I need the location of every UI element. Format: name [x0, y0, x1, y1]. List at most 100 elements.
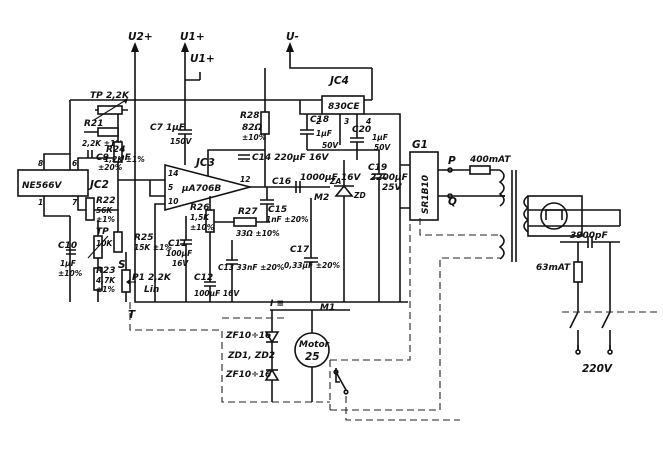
r26-ref: R26: [190, 203, 209, 213]
c20-ref: C20: [352, 125, 371, 135]
pin-5: 5: [168, 183, 173, 192]
node-q: Q: [448, 196, 457, 208]
ic-g1-type: SR1B10: [421, 175, 431, 214]
pin-4: 4: [366, 117, 371, 126]
c11-voltage: 16V: [172, 259, 189, 268]
resistor-r22: [85, 197, 95, 221]
r24-value: 1,2K ±1%: [104, 155, 145, 164]
ic-jc4-type: 830CE: [328, 102, 360, 112]
c17-ref: C17: [290, 245, 310, 255]
lamp-housing: [527, 195, 583, 237]
c14-label: C14 220µF 16V: [252, 153, 329, 163]
tp-top-label: TP: [90, 91, 103, 101]
c11-value: 100µF: [166, 249, 193, 258]
node-p: P: [448, 155, 456, 167]
pin-8: 8: [38, 159, 43, 168]
c20-value: 1µF: [372, 133, 389, 142]
c12-ref: C12: [194, 273, 213, 283]
c16-value: 1000µF 16V: [300, 173, 361, 183]
c15-ref: C15: [268, 205, 287, 215]
zf-top-label: ZF10÷16: [225, 331, 271, 341]
rail-u2-label: U2+: [128, 31, 153, 43]
fuse-400-label: 400mAT: [469, 155, 511, 165]
pin-10: 10: [168, 197, 178, 206]
c13-label: C13 33nF ±20%: [218, 263, 285, 272]
r27-ref: R27: [238, 207, 258, 217]
c11-ref: C11: [168, 239, 187, 249]
ic-g1: [409, 151, 439, 221]
mains-220v: 220V: [582, 363, 613, 375]
node-m1: M1: [320, 303, 335, 313]
r21-value: 2,2K ±1%: [82, 139, 123, 148]
resistor-r21: [97, 127, 119, 137]
node-t: T: [128, 309, 136, 321]
node-m2: M2: [314, 193, 329, 203]
ic-jc3-type: µA706B: [181, 184, 221, 194]
motor-label: Motor: [299, 340, 330, 350]
r26-tol: ±10%: [190, 223, 215, 232]
r27-value: 33Ω ±10%: [236, 229, 280, 238]
ic-jc2-ref: JC2: [88, 179, 109, 191]
r28-ref: R28: [240, 111, 259, 121]
ic-jc4: [321, 95, 365, 115]
resistor-r28: [260, 111, 270, 135]
r23-value: 4,7K: [96, 276, 116, 285]
c19-value: 2200µF: [370, 173, 409, 183]
pin-1: 1: [38, 198, 43, 207]
zener-zf-bot: [264, 368, 280, 381]
pin-7: 7: [72, 198, 78, 207]
c19-ref: C19: [368, 163, 387, 173]
r25-value: 15K ±1%: [134, 243, 172, 252]
ic-jc3-ref: JC3: [194, 157, 215, 169]
c19-voltage: 25V: [382, 183, 403, 193]
r26-value: 1,5K: [190, 213, 210, 222]
c18-ref: C18: [310, 115, 329, 125]
r22-value: 56K: [96, 206, 113, 215]
p1-lin: Lin: [144, 285, 159, 295]
pin-14: 14: [168, 169, 178, 178]
ic-jc2: [17, 169, 89, 197]
r25-ref: R25: [134, 233, 153, 243]
resistor-r27: [233, 217, 257, 227]
ic-g1-ref: G1: [412, 139, 428, 151]
zd-pair-label: ZD1, ZD2: [227, 351, 275, 361]
zener-diode: [334, 184, 354, 197]
pin-6: 6: [72, 159, 77, 168]
rail-uminus-label: U-: [286, 31, 299, 43]
c9-tol: ±20%: [98, 163, 123, 172]
lamp-icon: [540, 202, 568, 230]
fuse-63-label: 63mAT: [536, 263, 571, 273]
i-symbol: I ≡: [270, 299, 284, 309]
c10-value: 1µF: [60, 259, 77, 268]
c7-voltage: 150V: [170, 137, 193, 146]
zener-zf-top: [264, 331, 280, 344]
c17-value: 0,33µF ±20%: [284, 261, 340, 270]
c-3900-label: 3900pF: [570, 231, 608, 241]
zener-zd: ZD: [353, 191, 366, 200]
c20-voltage: 50V: [374, 143, 391, 152]
tp-mid-value: 10K: [96, 239, 113, 248]
r21-ref: R21: [84, 119, 103, 129]
c18-value: 1µF: [316, 129, 333, 138]
c10-tol: ±10%: [58, 269, 83, 278]
tp-top-value: 2,2K: [106, 91, 130, 101]
c12-value: 100µF 16V: [194, 289, 240, 298]
r22-tol: ±1%: [96, 215, 116, 224]
r23-ref: R23: [96, 266, 115, 276]
node-s: S: [118, 259, 126, 271]
c16-ref: C16: [272, 177, 291, 187]
fuse-400mat: [469, 165, 491, 175]
zener-za: ZA: [329, 177, 341, 186]
r28-tol: ±10%: [242, 133, 267, 142]
zf-bot-label: ZF10÷16: [225, 370, 271, 380]
r28-value: 82Ω: [242, 123, 263, 133]
fuse-63mat: [573, 261, 583, 283]
pin-3: 3: [344, 117, 349, 126]
rail-u1-label-b: U1+: [190, 53, 215, 65]
p1-label: P1 2,2K: [132, 273, 172, 283]
r23-tol: ±1%: [96, 285, 116, 294]
transformer: [498, 169, 530, 262]
ic-jc4-ref: JC4: [328, 75, 349, 87]
c15-value: 1nF ±20%: [266, 215, 309, 224]
